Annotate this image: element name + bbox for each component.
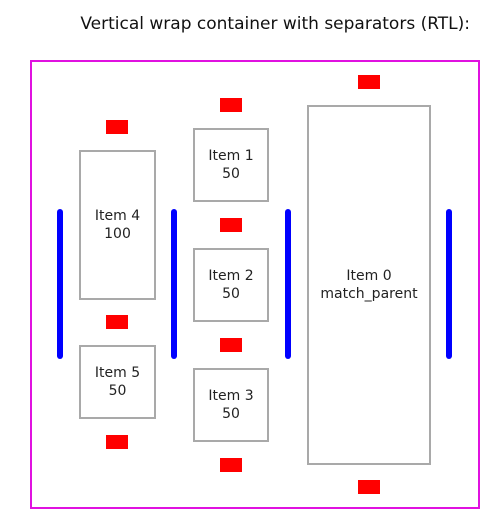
item-2-value: 50 bbox=[222, 286, 240, 302]
item-5: Item 5 50 bbox=[79, 345, 156, 419]
wrap-container bbox=[30, 60, 480, 509]
item-3-value: 50 bbox=[222, 406, 240, 422]
item-1: Item 1 50 bbox=[193, 128, 269, 202]
item-4-name: Item 4 bbox=[94, 208, 141, 224]
item-separator bbox=[220, 98, 242, 112]
item-separator bbox=[106, 120, 128, 134]
line-separator bbox=[57, 209, 63, 359]
item-1-name: Item 1 bbox=[208, 148, 254, 164]
item-4: Item 4 100 bbox=[79, 150, 156, 300]
item-3-name: Item 3 bbox=[208, 388, 254, 404]
item-2-name: Item 2 bbox=[208, 268, 254, 284]
line-separator bbox=[446, 209, 452, 359]
item-separator bbox=[106, 435, 128, 449]
diagram-title: Vertical wrap container with separators … bbox=[80, 14, 470, 34]
item-4-value: 100 bbox=[104, 226, 131, 242]
item-3: Item 3 50 bbox=[193, 368, 269, 442]
item-5-name: Item 5 bbox=[94, 365, 141, 381]
item-0: Item 0 match_parent bbox=[307, 105, 431, 465]
item-separator bbox=[220, 458, 242, 472]
item-separator bbox=[358, 75, 380, 89]
item-2: Item 2 50 bbox=[193, 248, 269, 322]
item-5-value: 50 bbox=[108, 383, 127, 399]
line-separator bbox=[285, 209, 291, 359]
item-separator bbox=[358, 480, 380, 494]
item-separator bbox=[220, 338, 242, 352]
item-separator bbox=[220, 218, 242, 232]
line-separator bbox=[171, 209, 177, 359]
item-0-name: Item 0 bbox=[346, 268, 392, 284]
item-separator bbox=[106, 315, 128, 329]
item-1-value: 50 bbox=[222, 166, 240, 182]
item-0-value: match_parent bbox=[320, 286, 418, 302]
